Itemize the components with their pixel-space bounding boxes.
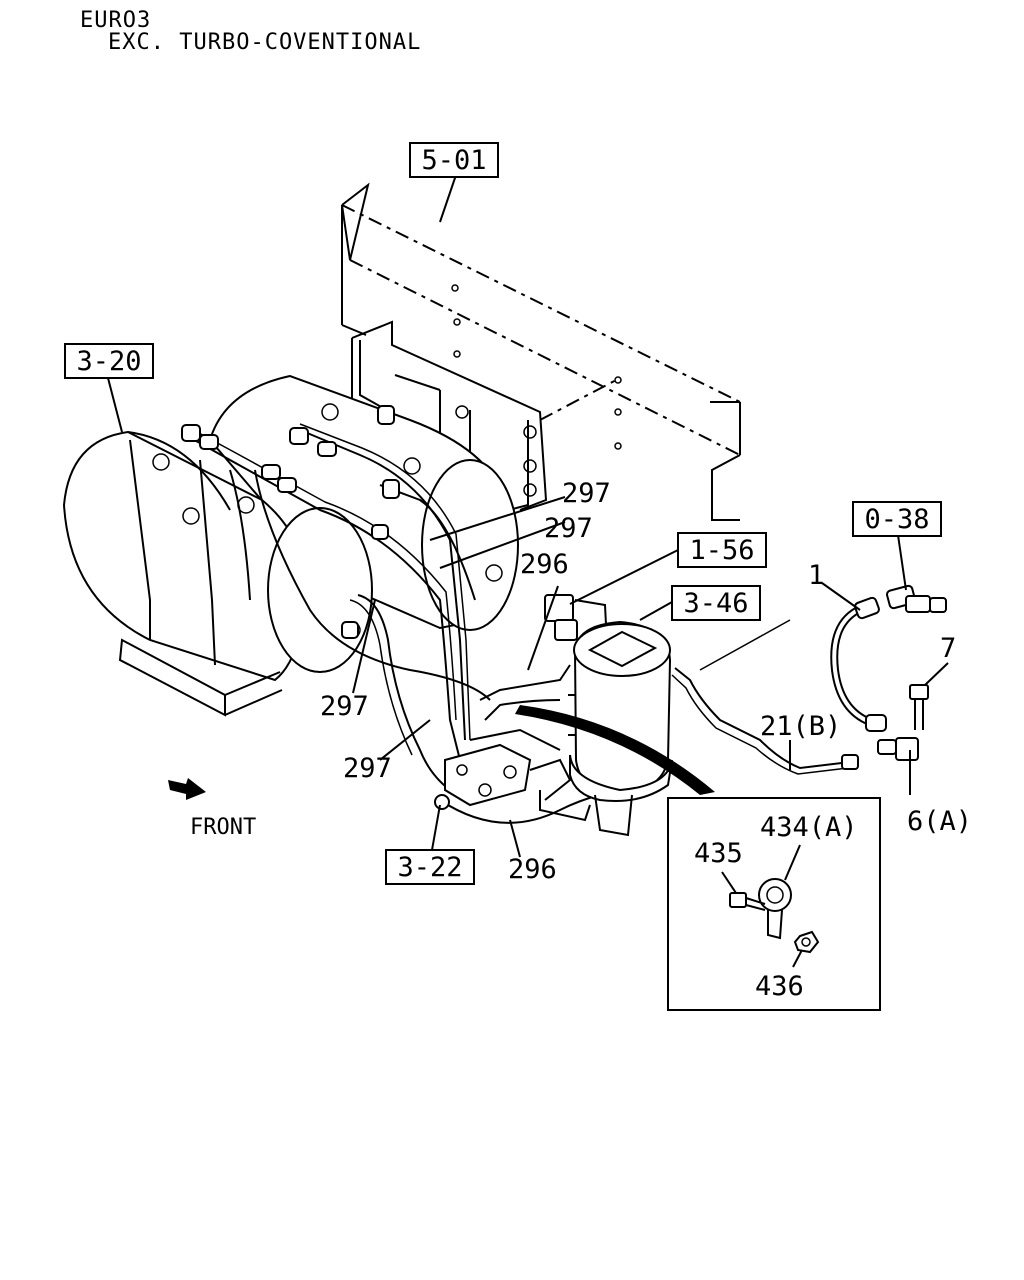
label-296-a: 296 xyxy=(520,549,569,580)
ref-box-3-20[interactable] xyxy=(64,343,154,379)
tee-connector xyxy=(841,737,919,770)
front-label: FRONT xyxy=(190,815,256,840)
label-434a: 434(A) xyxy=(760,812,858,843)
ref-label-3-20: 3-20 xyxy=(76,346,141,377)
ref-box-3-46[interactable] xyxy=(671,585,761,621)
valve-manifold xyxy=(434,728,591,822)
ref-box-0-38[interactable] xyxy=(852,501,942,537)
ref-box-5-01[interactable] xyxy=(409,142,499,178)
bolt-435 xyxy=(729,892,766,911)
label-1: 1 xyxy=(808,560,824,591)
ref-label-1-56: 1-56 xyxy=(689,535,754,566)
clip-434a xyxy=(758,878,792,940)
label-296-b: 296 xyxy=(508,854,557,885)
label-21b: 21(B) xyxy=(760,711,841,742)
ref-label-5-01: 5-01 xyxy=(421,145,486,176)
header-line-2: EXC. TURBO-COVENTIONAL xyxy=(108,30,422,55)
label-6a: 6(A) xyxy=(907,806,972,837)
tank-fittings xyxy=(181,405,400,639)
wiring-harness xyxy=(515,705,715,795)
elbow-coupling xyxy=(886,584,947,613)
clip-detail-frame xyxy=(667,797,881,1011)
ref-box-3-22[interactable] xyxy=(385,849,475,885)
air-pipes xyxy=(181,423,851,824)
leader-lines xyxy=(107,174,949,968)
front-arrow-icon xyxy=(168,778,206,800)
label-297-a: 297 xyxy=(562,478,611,509)
label-435: 435 xyxy=(694,838,743,869)
label-297-b: 297 xyxy=(544,513,593,544)
flex-hose xyxy=(830,596,887,732)
ref-label-3-46: 3-46 xyxy=(683,588,748,619)
label-297-d: 297 xyxy=(343,753,392,784)
ref-label-3-22: 3-22 xyxy=(397,852,462,883)
ref-box-1-56[interactable] xyxy=(677,532,767,568)
label-436: 436 xyxy=(755,971,804,1002)
label-7: 7 xyxy=(940,633,956,664)
air-tanks xyxy=(62,374,519,717)
ref-label-0-38: 0-38 xyxy=(864,504,929,535)
bolt-7 xyxy=(909,684,929,730)
nut-436 xyxy=(793,930,820,954)
header-line-1: EURO3 xyxy=(80,8,152,33)
label-297-c: 297 xyxy=(320,691,369,722)
